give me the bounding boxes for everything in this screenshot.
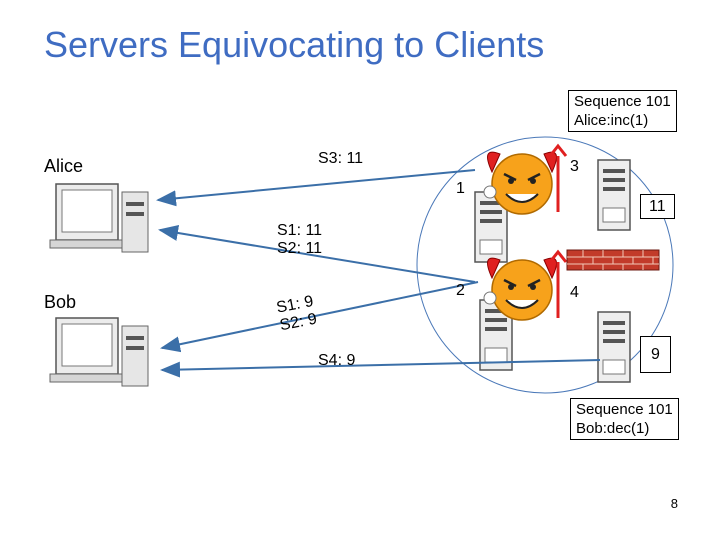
slide-title: Servers Equivocating to Clients xyxy=(44,24,545,65)
client-bob-label: Bob xyxy=(44,292,77,312)
s2-to-alice-value: S2: 11 xyxy=(277,240,323,257)
page-number: 8 xyxy=(670,496,678,511)
server-2-label: 2 xyxy=(456,282,465,299)
s4-to-bob-message: S4: 9 xyxy=(318,352,356,369)
alice-operation: Alice:inc(1) xyxy=(574,112,649,129)
server-4-label: 4 xyxy=(570,284,579,301)
s1s2-to-alice-message: S1: 11 S2: 11 xyxy=(277,222,322,258)
server-1-label: 1 xyxy=(456,180,465,197)
bob-sequence-number: Sequence 101 xyxy=(576,401,673,418)
alice-sequence-number: Sequence 101 xyxy=(574,93,671,110)
server-3-label: 3 xyxy=(570,158,579,175)
bob-operation: Bob:dec(1) xyxy=(576,420,650,437)
s1s2-to-bob-message: S1: 9 S2: 9 xyxy=(275,293,319,335)
server-s4-value-box: 9 xyxy=(640,336,671,373)
s3-to-alice-message: S3: 11 xyxy=(318,150,364,167)
s1-to-alice-value: S1: 11 xyxy=(277,222,323,239)
client-alice-label: Alice xyxy=(44,156,84,176)
bob-sequence-box: Sequence 101 Bob:dec(1) xyxy=(570,398,679,440)
server-s3-value-box: 11 xyxy=(640,194,675,219)
alice-sequence-box: Sequence 101 Alice:inc(1) xyxy=(568,90,677,132)
